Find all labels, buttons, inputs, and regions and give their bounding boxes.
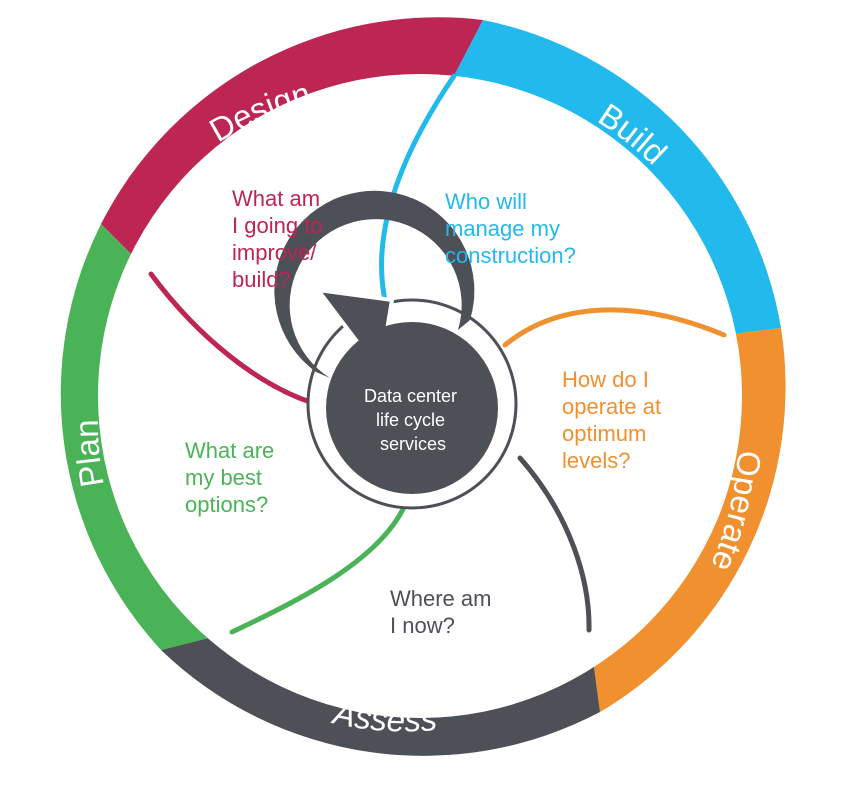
question-assess-line-1: Where am — [390, 586, 491, 611]
question-plan-line-1: What are — [185, 438, 274, 463]
divider-curves — [148, 73, 727, 635]
question-plan: What are my best options? — [185, 438, 280, 517]
segment-plan — [60, 224, 232, 650]
center-circle — [326, 322, 498, 494]
question-operate-line-2: operate at — [562, 394, 661, 419]
question-design-line-4: build? — [232, 267, 291, 292]
center-line-2: life cycle — [376, 410, 445, 430]
question-plan-line-3: options? — [185, 492, 268, 517]
question-design-line-1: What am — [232, 186, 320, 211]
question-build-line-2: manage my — [445, 216, 560, 241]
question-plan-line-2: my best — [185, 465, 262, 490]
question-operate-line-4: levels? — [562, 448, 630, 473]
divider-operate — [502, 307, 727, 348]
question-design-line-3: improve/ — [232, 240, 317, 265]
center-line-1: Data center — [364, 386, 457, 406]
question-operate-line-3: optimum — [562, 421, 646, 446]
question-build: Who will manage my construction? — [445, 189, 576, 268]
label-plan: Plan — [68, 419, 111, 490]
divider-assess — [517, 455, 592, 633]
question-operate-line-1: How do I — [562, 367, 649, 392]
question-operate: How do I operate at optimum levels? — [562, 367, 667, 473]
divider-design — [148, 271, 313, 405]
center-line-3: services — [380, 434, 446, 454]
divider-plan — [229, 502, 408, 635]
question-assess-line-2: I now? — [390, 613, 455, 638]
question-design-line-2: I going to — [232, 213, 323, 238]
center-hub: Data center life cycle services — [274, 190, 518, 510]
question-design: What am I going to improve/ build? — [232, 186, 329, 292]
question-assess: Where am I now? — [390, 586, 498, 638]
center-label: Data center life cycle services — [364, 386, 462, 454]
questions: What am I going to improve/ build? Who w… — [185, 186, 667, 638]
question-build-line-3: construction? — [445, 243, 576, 268]
question-build-line-1: Who will — [445, 189, 527, 214]
